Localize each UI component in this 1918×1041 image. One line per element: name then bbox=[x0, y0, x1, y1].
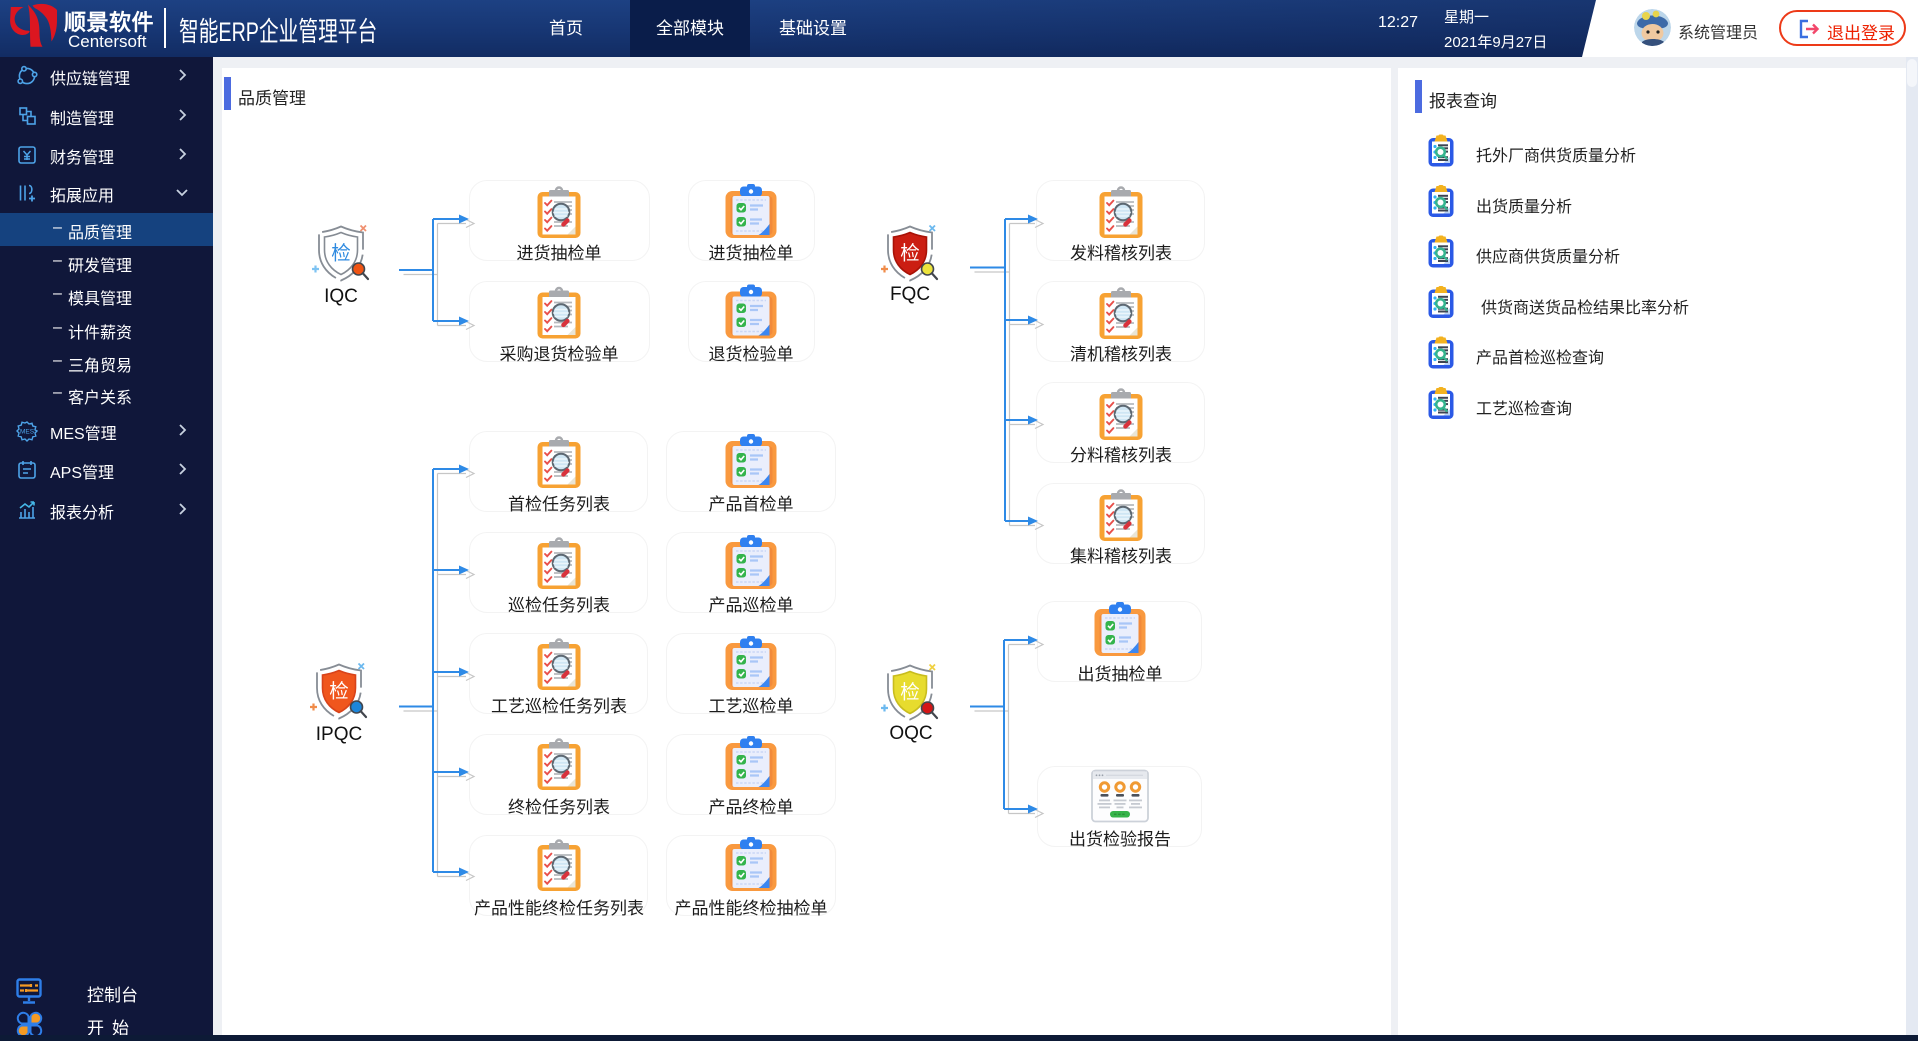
svg-text:MES: MES bbox=[20, 429, 35, 436]
